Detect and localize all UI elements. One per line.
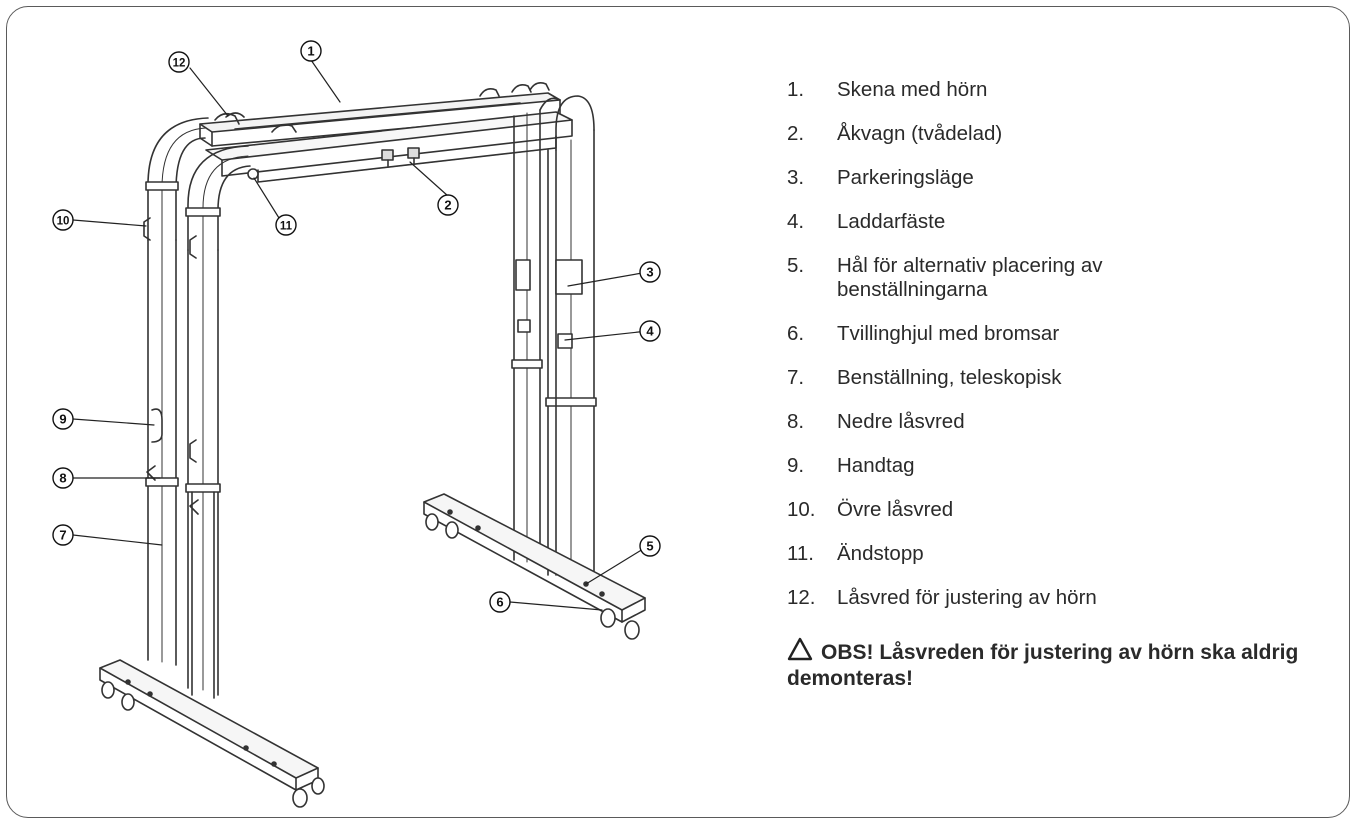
carriage bbox=[381, 147, 420, 167]
legend-number: 5. bbox=[787, 254, 805, 277]
callout-4: 4 bbox=[639, 320, 661, 342]
svg-text:12: 12 bbox=[173, 58, 186, 70]
svg-text:2: 2 bbox=[444, 198, 451, 213]
legend-number: 7. bbox=[787, 366, 805, 389]
svg-text:5: 5 bbox=[646, 539, 653, 554]
legend-text: Tvillinghjul med bromsar bbox=[837, 322, 1060, 345]
legend-number: 11. bbox=[787, 542, 814, 565]
svg-text:6: 6 bbox=[496, 595, 503, 610]
parts-legend: 1. Skena med hörn 2. Åkvagn (tvådelad) 3… bbox=[787, 78, 1327, 630]
legend-number: 2. bbox=[787, 122, 805, 145]
warning-note: OBS! Låsvreden för justering av hörn ska… bbox=[787, 637, 1327, 691]
frame-diagram: 1 2 3 4 5 6 7 8 9 10 11 12 bbox=[52, 40, 661, 808]
callout-9: 9 bbox=[52, 408, 74, 430]
legend-text: Ändstopp bbox=[837, 542, 924, 565]
left-arch-back bbox=[145, 117, 209, 666]
callout-leaders bbox=[72, 59, 649, 611]
legend-number: 8. bbox=[787, 410, 805, 433]
callouts: 1 2 3 4 5 6 7 8 9 10 11 12 bbox=[52, 40, 661, 613]
callout-2: 2 bbox=[437, 194, 459, 216]
svg-text:3: 3 bbox=[646, 265, 653, 280]
legend-item-5: 5. Hål för alternativ placering av benst… bbox=[787, 254, 1327, 302]
legend-text: Övre låsvred bbox=[837, 498, 954, 521]
legend-number: 3. bbox=[787, 166, 805, 189]
figure-frame bbox=[6, 6, 1350, 818]
svg-text:7: 7 bbox=[59, 528, 66, 543]
legend-item-4: 4. Laddarfäste bbox=[787, 210, 1327, 234]
legend-number: 4. bbox=[787, 210, 805, 233]
legend-item-2: 2. Åkvagn (tvådelad) bbox=[787, 122, 1327, 146]
legend-item-7: 7. Benställning, teleskopisk bbox=[787, 366, 1327, 390]
right-arch-front bbox=[515, 95, 597, 581]
callout-7: 7 bbox=[52, 524, 74, 546]
legend-item-11: 11. Ändstopp bbox=[787, 542, 1327, 566]
callout-12: 12 bbox=[168, 51, 190, 73]
legend-item-1: 1. Skena med hörn bbox=[787, 78, 1327, 102]
callout-5: 5 bbox=[639, 535, 661, 557]
callout-6: 6 bbox=[489, 591, 511, 613]
legend-text: Laddarfäste bbox=[837, 210, 946, 233]
warning-triangle-icon bbox=[787, 637, 821, 667]
left-handles bbox=[143, 217, 199, 515]
svg-text:9: 9 bbox=[59, 412, 66, 427]
svg-text:10: 10 bbox=[57, 216, 70, 228]
svg-text:8: 8 bbox=[59, 471, 66, 486]
legend-text: Handtag bbox=[837, 454, 915, 477]
legend-text: Åkvagn (tvådelad) bbox=[837, 122, 1003, 145]
svg-text:1: 1 bbox=[307, 44, 314, 59]
right-arch-back bbox=[511, 97, 561, 566]
callout-11: 11 bbox=[275, 214, 297, 236]
left-base bbox=[99, 659, 325, 808]
legend-item-9: 9. Handtag bbox=[787, 454, 1327, 478]
legend-item-8: 8. Nedre låsvred bbox=[787, 410, 1327, 434]
legend-number: 1. bbox=[787, 78, 805, 101]
callout-10: 10 bbox=[52, 209, 74, 231]
legend-text: Nedre låsvred bbox=[837, 410, 965, 433]
legend-number: 10. bbox=[787, 498, 816, 521]
legend-text: Benställning, teleskopisk bbox=[837, 366, 1062, 389]
warning-text: OBS! Låsvreden för justering av hörn ska… bbox=[787, 641, 1299, 690]
legend-text: Skena med hörn bbox=[837, 78, 988, 101]
right-base bbox=[423, 493, 646, 640]
callout-1: 1 bbox=[300, 40, 322, 62]
legend-item-6: 6. Tvillinghjul med bromsar bbox=[787, 322, 1327, 346]
left-arch-front bbox=[185, 145, 251, 699]
legend-text: Låsvred för justering av hörn bbox=[837, 586, 1097, 609]
legend-number: 9. bbox=[787, 454, 805, 477]
legend-text: Parkeringsläge bbox=[837, 166, 974, 189]
end-stop bbox=[247, 168, 259, 180]
svg-text:4: 4 bbox=[646, 324, 654, 339]
callout-3: 3 bbox=[639, 261, 661, 283]
legend-number: 6. bbox=[787, 322, 805, 345]
legend-item-3: 3. Parkeringsläge bbox=[787, 166, 1327, 190]
legend-number: 12. bbox=[787, 586, 816, 609]
callout-8: 8 bbox=[52, 467, 74, 489]
legend-text: Hål för alternativ placering av benställ… bbox=[837, 254, 1103, 301]
svg-text:11: 11 bbox=[280, 221, 293, 233]
legend-item-10: 10. Övre låsvred bbox=[787, 498, 1327, 522]
legend-item-12: 12. Låsvred för justering av hörn bbox=[787, 586, 1327, 610]
